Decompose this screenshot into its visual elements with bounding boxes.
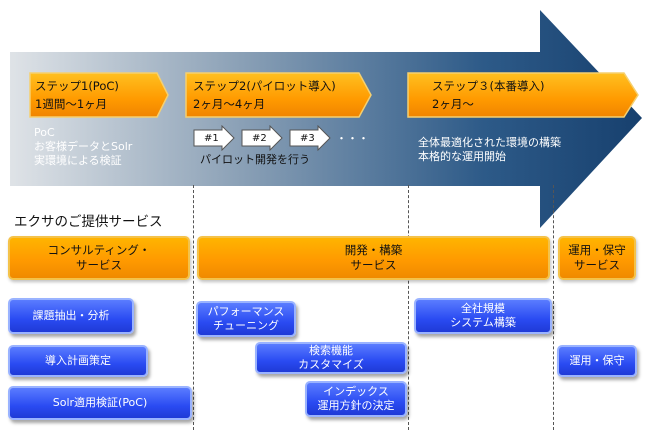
step1-desc-line3: 実環境による検証 <box>34 154 122 167</box>
step1-title: ステップ1(PoC) <box>35 79 119 93</box>
svg-text:#3: #3 <box>300 133 315 144</box>
column-divider-2 <box>408 185 409 430</box>
column-divider-1 <box>193 185 194 430</box>
category-operation: 運用・保守サービス <box>558 236 636 280</box>
step1-desc-line1: PoC <box>34 126 55 139</box>
service-search-customize: 検索機能カスタマイズ <box>255 342 407 374</box>
step3-duration: 2ヶ月～ <box>432 97 474 111</box>
step1-arrow-shape <box>29 72 169 118</box>
service-planning: 導入計画策定 <box>8 345 148 377</box>
svg-text:#2: #2 <box>252 133 267 144</box>
service-performance-tuning: パフォーマンスチューニング <box>196 301 296 337</box>
pilot-arrow-3: #3 <box>289 125 331 151</box>
service-enterprise-build: 全社規模システム構築 <box>414 298 552 334</box>
step3-desc-line1: 全体最適化された環境の構築 <box>418 136 561 149</box>
column-divider-3 <box>553 185 554 430</box>
service-issue-analysis: 課題抽出・分析 <box>8 298 134 334</box>
pilot-arrow-1: #1 <box>193 125 235 151</box>
service-index-policy: インデックス運用方針の決定 <box>305 381 407 417</box>
pilot-dots: ・・・ <box>336 132 369 145</box>
svg-text:#1: #1 <box>204 133 219 144</box>
category-development: 開発・構築サービス <box>197 236 550 280</box>
step2-duration: 2ヶ月～4ヶ月 <box>193 97 266 111</box>
step1-duration: 1週間～1ヶ月 <box>35 97 108 111</box>
step2-arrow-shape <box>185 72 372 118</box>
step1-desc-line2: お客様データとSolr <box>34 140 133 153</box>
service-solr-poc: Solr適用検証(PoC) <box>8 386 192 420</box>
step2-title: ステップ2(パイロット導入) <box>193 79 336 93</box>
step2-desc-line1: パイロット開発を行う <box>200 153 310 166</box>
services-heading: エクサのご提供サービス <box>14 214 163 230</box>
step3-arrow-shape <box>407 72 639 118</box>
step3-desc-line2: 本格的な運用開始 <box>418 150 506 163</box>
step3-title: ステップ３(本番導入) <box>432 79 545 93</box>
pilot-arrow-2: #2 <box>241 125 283 151</box>
pilot-iteration-arrows: #1 #2 #3 ・・・ <box>193 125 369 151</box>
service-operation-maintenance: 運用・保守 <box>557 345 637 377</box>
category-consulting: コンサルティング・サービス <box>8 236 190 280</box>
